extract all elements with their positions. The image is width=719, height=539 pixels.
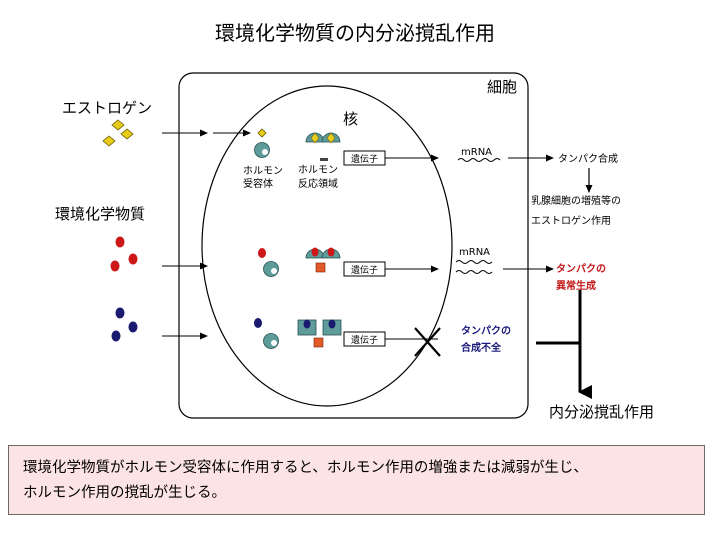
nucleus-membrane xyxy=(201,85,453,407)
receptor-icon xyxy=(263,333,279,349)
failure-label-line2: 合成不全 xyxy=(460,341,502,354)
estrogen-molecule xyxy=(102,135,116,147)
nucleus-label: 核 xyxy=(343,110,358,128)
effect-label-line2: エストロゲン作用 xyxy=(531,215,611,227)
response-element-mark xyxy=(313,337,324,348)
protein-synthesis-label: タンパク合成 xyxy=(558,152,618,165)
endocrine-disruption-label: 内分泌撹乱作用 xyxy=(549,403,654,421)
receptor-binding-pocket xyxy=(271,340,277,346)
receptor-dimer-row2 xyxy=(305,247,341,273)
mrna-strand-row1 xyxy=(457,158,501,162)
navy-chemical-in-cell xyxy=(254,318,262,328)
response-label-line1: ホルモン xyxy=(298,164,338,176)
receptor-dimer-row1 xyxy=(305,132,341,161)
mrna-strand-row2 xyxy=(455,260,493,264)
navy-chemical-molecule xyxy=(128,321,138,333)
caption-line2: ホルモン作用の撹乱が生じる。 xyxy=(23,485,226,501)
red-chemical-in-cell xyxy=(258,248,266,258)
red-chemical-molecule xyxy=(115,236,125,248)
navy-chemical-bound xyxy=(328,319,336,329)
receptor-row3 xyxy=(263,333,279,349)
navy-chemical-molecules xyxy=(111,307,138,342)
effect-label-line1: 乳腺細胞の増殖等の xyxy=(531,194,621,207)
caption-line1: 環境化学物質がホルモン受容体に作用すると、ホルモン作用の増強または減弱が生じ、 xyxy=(23,460,588,476)
diagram-title: 環境化学物質の内分泌撹乱作用 xyxy=(215,21,495,45)
gene-label-row3: 遺伝子 xyxy=(351,334,378,346)
mrna-label-row2: mRNA xyxy=(459,247,490,258)
receptor-binding-pocket xyxy=(262,149,268,155)
red-chemical-bound xyxy=(327,247,335,257)
receptor-icon xyxy=(254,142,270,158)
blocked-cross-icon xyxy=(414,327,441,357)
estrogen-molecule xyxy=(310,132,320,144)
mrna-strand-row2-abnormal xyxy=(455,270,493,274)
estrogen-label: エストロゲン xyxy=(62,99,152,117)
estrogen-molecule-in-cell xyxy=(257,128,267,138)
receptor-dimer-row3 xyxy=(297,319,342,348)
red-chemical-molecules xyxy=(110,236,138,272)
estrogen-molecule xyxy=(326,132,336,144)
abnormal-label-line2: 異常生成 xyxy=(556,279,596,292)
receptor-label-line2: 受容体 xyxy=(243,177,273,190)
receptor-binding-pocket xyxy=(271,268,277,274)
cell-boundary xyxy=(178,72,529,419)
red-chemical-bound xyxy=(311,247,319,257)
failure-label-line1: タンパクの xyxy=(461,325,511,337)
abnormal-label-line1: タンパクの xyxy=(556,263,606,275)
navy-chemical-molecule xyxy=(111,330,121,342)
receptor-label-line1: ホルモン xyxy=(243,165,283,177)
caption-box: 環境化学物質がホルモン受容体に作用すると、ホルモン作用の増強または減弱が生じ、 … xyxy=(8,445,705,515)
env-chemical-label: 環境化学物質 xyxy=(55,205,145,223)
receptor-row2 xyxy=(263,261,279,277)
response-label-line2: 反応領域 xyxy=(298,177,338,190)
red-chemical-molecule xyxy=(110,260,120,272)
estrogen-molecule xyxy=(111,119,125,131)
mrna-label-row1: mRNA xyxy=(461,147,492,158)
response-element-mark xyxy=(320,158,328,161)
red-chemical-molecule xyxy=(128,253,138,265)
gene-label-row2: 遺伝子 xyxy=(351,264,378,276)
cell-label: 細胞 xyxy=(487,78,517,96)
navy-chemical-bound xyxy=(303,319,311,329)
response-element-mark xyxy=(315,262,326,273)
gene-label-row1: 遺伝子 xyxy=(351,153,378,165)
receptor-icon xyxy=(263,261,279,277)
estrogen-molecule xyxy=(120,128,134,140)
estrogen-molecules xyxy=(102,119,134,147)
navy-chemical-molecule xyxy=(115,307,125,319)
receptor-row1 xyxy=(254,142,270,158)
